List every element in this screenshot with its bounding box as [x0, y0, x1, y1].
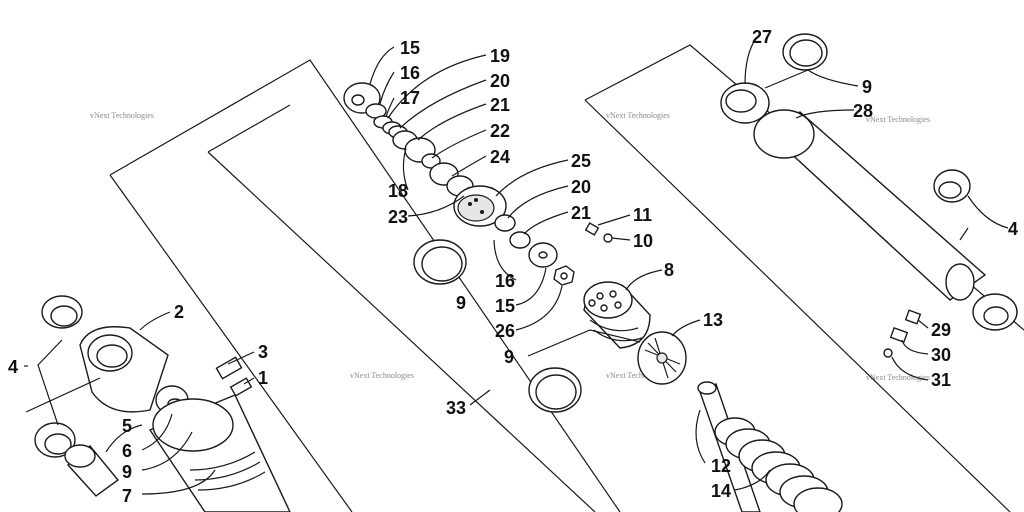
sleeve-5 — [64, 444, 120, 497]
callout-22: 22 — [490, 121, 510, 141]
callout-28: 28 — [853, 101, 873, 121]
callout-26: 26 — [495, 321, 515, 341]
callout-21: 21 — [490, 95, 510, 115]
callout-16: 16 — [400, 63, 420, 83]
callout-27: 27 — [752, 27, 772, 47]
watermark: vNext Technologies — [606, 111, 670, 120]
valve-stack — [404, 137, 474, 197]
fitting-3 — [215, 356, 243, 380]
callout-15: 15 — [400, 38, 420, 58]
callout-9c: 9 — [122, 462, 132, 482]
callout-7: 7 — [122, 486, 132, 506]
callout-14: 14 — [711, 481, 731, 501]
bushing-right-lower — [972, 293, 1018, 331]
seal-ring-9-lower — [528, 367, 582, 413]
callout-24: 24 — [490, 147, 510, 167]
callout-29: 29 — [931, 320, 951, 340]
callout-12: 12 — [711, 456, 731, 476]
callout-20: 20 — [490, 71, 510, 91]
callout-19: 19 — [490, 46, 510, 66]
assembly-boundary-outer — [109, 59, 621, 512]
callout-9a: 9 — [456, 293, 466, 313]
spring-14 — [714, 417, 843, 512]
cap-29 — [904, 309, 922, 325]
callout-4b: 4 — [1008, 219, 1018, 239]
callout-5: 5 — [122, 416, 132, 436]
watermark: vNext Technologies — [350, 371, 414, 380]
valve-disc-13 — [637, 331, 687, 385]
seal-ring-9-right — [782, 33, 828, 71]
assembly-boundary-inner — [207, 104, 291, 153]
washer-20 — [494, 214, 531, 249]
callout-23: 23 — [388, 207, 408, 227]
callout-16b: 16 — [495, 271, 515, 291]
assembly-boundary — [109, 174, 353, 512]
callout-11: 11 — [633, 205, 652, 225]
callout-4: 4 — [8, 357, 18, 377]
assembly-boundary-inner — [207, 151, 596, 512]
bushing-4-top — [41, 295, 83, 329]
callout-9d: 9 — [862, 77, 872, 97]
callout-20b: 20 — [571, 177, 591, 197]
callout-33: 33 — [446, 398, 466, 418]
ball-31 — [883, 348, 893, 358]
seal-ring-9-top — [413, 239, 467, 285]
watermark: vNext Technologies — [866, 115, 930, 124]
callout-25: 25 — [571, 151, 591, 171]
callout-6: 6 — [122, 441, 132, 461]
leader-lines — [24, 37, 1009, 495]
callout-31: 31 — [931, 370, 951, 390]
callout-2: 2 — [174, 302, 184, 322]
watermark: vNext Technologies — [866, 373, 930, 382]
piston-25 — [453, 185, 507, 227]
ball-10 — [603, 233, 613, 243]
callout-8: 8 — [664, 260, 674, 280]
callout-18: 18 — [388, 181, 408, 201]
assembly-boundary-right — [584, 99, 1011, 512]
callout-21b: 21 — [571, 203, 591, 223]
watermark: vNext Technologies — [606, 371, 670, 380]
watermark: vNext Technologies — [90, 111, 154, 120]
callout-1: 1 — [258, 368, 268, 388]
callout-3: 3 — [258, 342, 268, 362]
nut-26 — [553, 265, 575, 286]
bushing-4-bottom — [34, 422, 76, 458]
callout-10: 10 — [633, 231, 653, 251]
callout-labels: 15 16 17 19 20 21 22 24 18 23 25 20 21 1… — [8, 27, 1018, 506]
callout-9b: 9 — [504, 347, 514, 367]
callout-13: 13 — [703, 310, 723, 330]
reservoir-28 — [753, 109, 987, 301]
callout-15b: 15 — [495, 296, 515, 316]
fitting-30 — [889, 327, 909, 343]
eyelet-2 — [79, 326, 169, 413]
body-7 — [148, 394, 291, 512]
pin-11 — [584, 222, 600, 236]
reservoir-piston-8 — [583, 281, 651, 349]
callout-30: 30 — [931, 345, 951, 365]
bushing-4-right — [933, 169, 971, 203]
callout-17: 17 — [400, 88, 420, 108]
washer-16b — [528, 242, 558, 268]
